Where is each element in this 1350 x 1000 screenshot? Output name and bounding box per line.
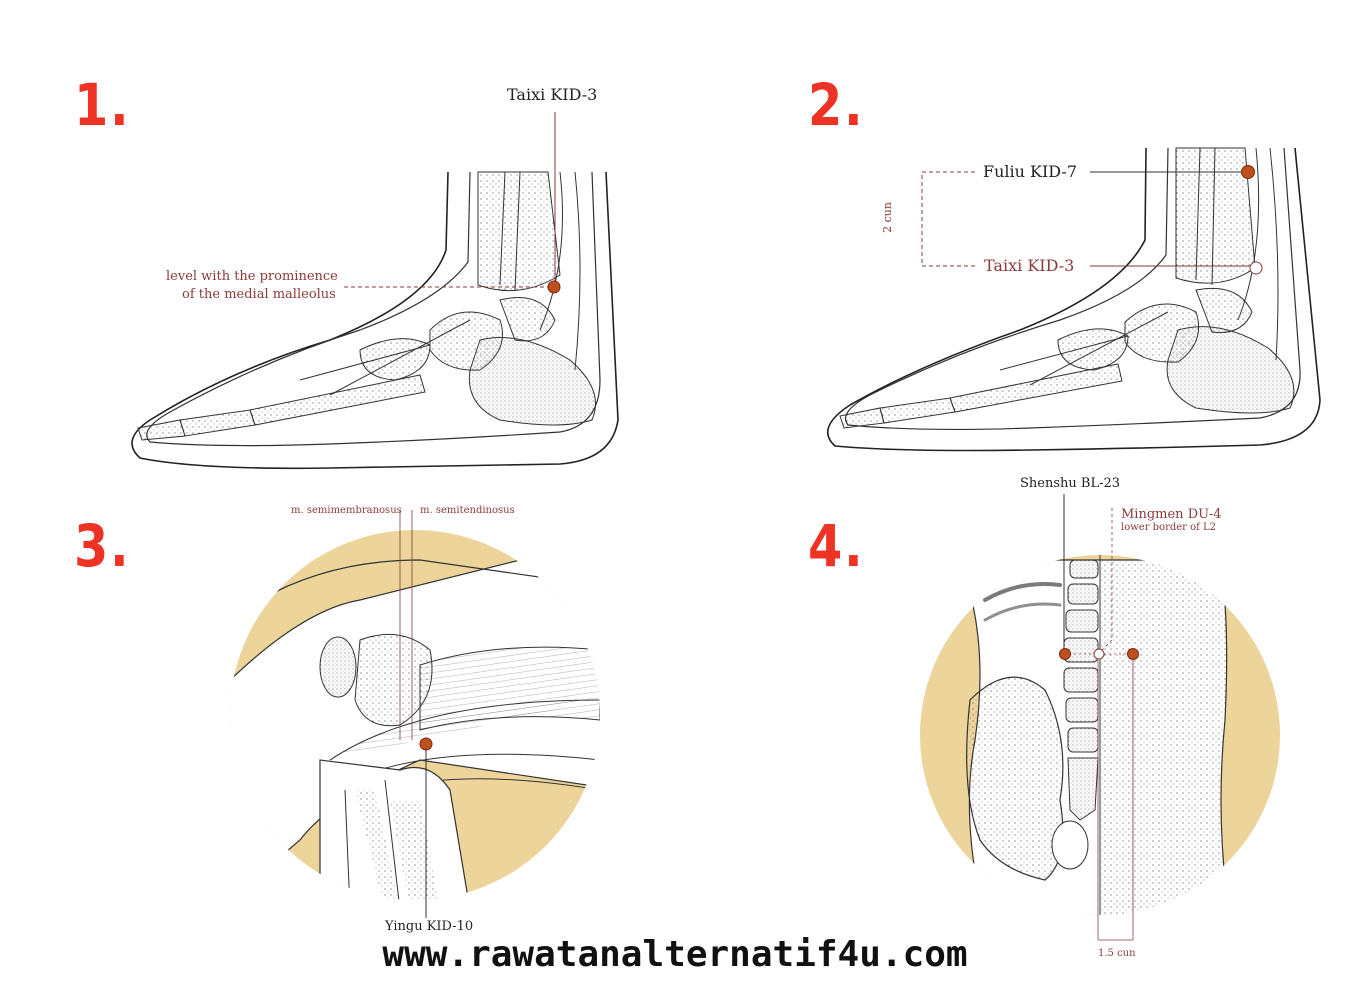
website-url: www.rawatanalternatif4u.com xyxy=(382,934,968,975)
panel-number-3: 3. xyxy=(74,512,131,580)
point-yingu-kid10-marker xyxy=(419,737,433,751)
panel-number-4: 4. xyxy=(808,512,865,580)
panel-3-muscle-right-label: m. semitendinosus xyxy=(420,505,515,516)
panel-3-point-label: Yingu KID-10 xyxy=(385,919,474,934)
panel-2-lower-point-label: Taixi KID-3 xyxy=(984,256,1075,275)
panel-2-distance-label: 2 cun xyxy=(880,202,894,233)
point-mingmen-du4-marker xyxy=(1093,648,1105,660)
panel-number-2: 2. xyxy=(808,71,865,139)
panel-1-point-label: Taixi KID-3 xyxy=(507,85,598,104)
panel-2-upper-point-label: Fuliu KID-7 xyxy=(983,162,1078,181)
panel-1-foot-illustration xyxy=(131,112,619,470)
point-taixi-kid3-marker xyxy=(547,280,561,294)
panel-4-mid-point-note: lower border of L2 xyxy=(1121,522,1217,533)
point-shenshu-bl23-marker xyxy=(1059,648,1071,660)
panel-1-note-line-1: level with the prominence xyxy=(166,269,338,284)
panel-4-left-point-label: Shenshu BL-23 xyxy=(1020,476,1121,491)
panel-3-muscle-left-label: m. semimembranosus xyxy=(291,505,402,516)
panel-3-knee-illustration xyxy=(230,510,600,918)
panel-4-distance-label: 1.5 cun xyxy=(1098,948,1136,959)
panel-4-back-illustration xyxy=(920,494,1280,941)
point-taixi-kid3-reference-marker xyxy=(1249,261,1263,275)
panel-2-foot-illustration xyxy=(826,147,1321,452)
point-shenshu-bl23-right-marker xyxy=(1127,648,1139,660)
point-fuliu-kid7-marker xyxy=(1241,165,1255,179)
panel-4-mid-point-label: Mingmen DU-4 xyxy=(1121,507,1222,522)
panel-number-1: 1. xyxy=(74,71,131,139)
panel-1-note-line-2: of the medial malleolus xyxy=(182,287,336,302)
